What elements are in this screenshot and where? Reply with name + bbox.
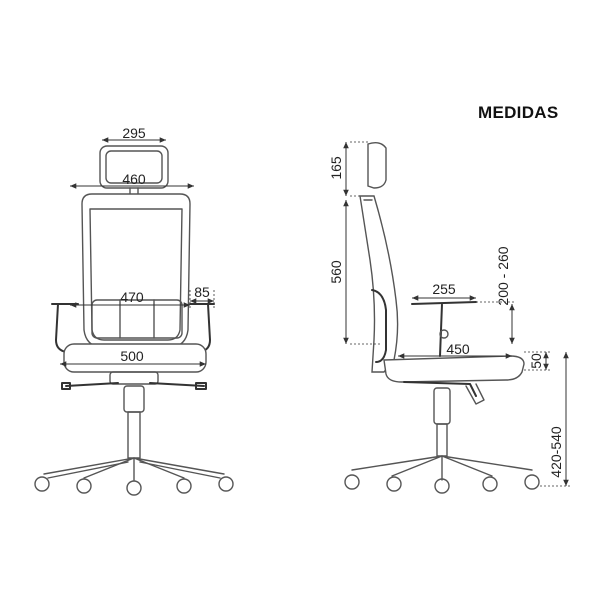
dim-seat-height: 420-540 — [548, 426, 564, 478]
front-view-chair — [34, 145, 234, 496]
dim-armrest-width: 85 — [194, 284, 210, 300]
side-view-chair — [344, 141, 540, 494]
dim-seat-thickness: 50 — [528, 353, 544, 369]
front-star-base — [43, 457, 225, 481]
front-dimensions: 295 460 470 85 500 — [60, 125, 215, 367]
front-casters — [34, 476, 234, 496]
front-backrest — [81, 193, 191, 349]
dim-backrest-height: 560 — [328, 260, 344, 284]
side-casters — [344, 474, 540, 494]
dim-backrest-width: 460 — [122, 171, 146, 187]
side-gas-column — [433, 387, 451, 425]
dim-armrest-height: 200 - 260 — [495, 246, 511, 305]
side-backrest — [359, 195, 399, 373]
side-seat — [383, 355, 525, 383]
front-gas-column — [123, 385, 145, 413]
side-dimensions: 165 560 255 200 - 260 450 50 420-540 — [328, 141, 570, 487]
side-headrest — [367, 141, 387, 189]
page-title: MEDIDAS — [478, 103, 559, 122]
side-armrest — [411, 301, 477, 357]
dim-base-width: 500 — [120, 348, 144, 364]
dim-seat-depth: 450 — [446, 341, 470, 357]
dim-seat-width: 470 — [120, 289, 144, 305]
dim-headrest-height: 165 — [328, 156, 344, 180]
side-star-base — [351, 455, 533, 481]
dim-headrest-width: 295 — [122, 125, 146, 141]
dim-armrest-depth: 255 — [432, 281, 456, 297]
